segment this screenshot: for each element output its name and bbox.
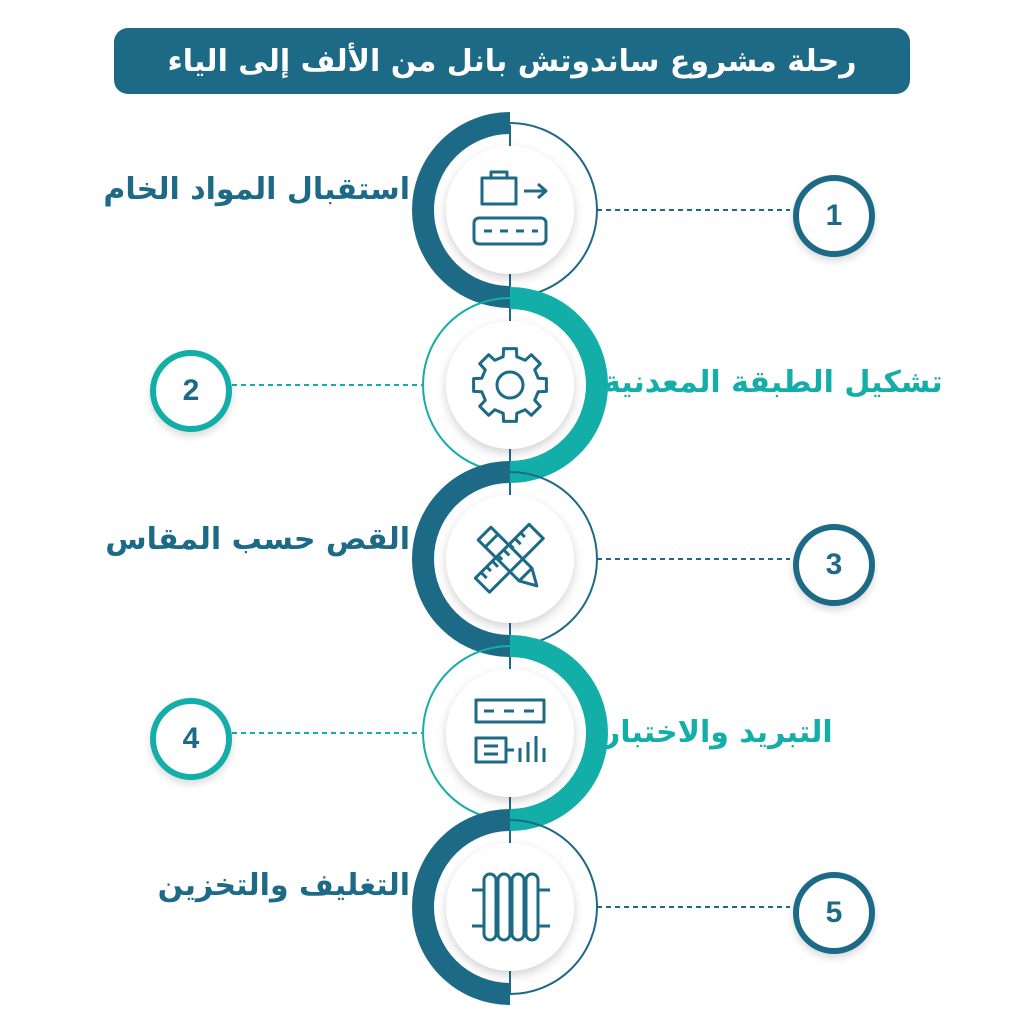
step-3-label: القص حسب المقاس [105,522,410,557]
step-2-label: تشكيل الطبقة المعدنية [603,365,943,400]
gear-icon [472,347,548,423]
step-2-number: 2 [182,374,200,407]
step-3-number: 3 [825,548,843,581]
step-2-ring-thick [509,287,608,483]
step-4-icon-disc [446,669,574,797]
step-4-number-badge: 4 [150,698,232,780]
step-1-ring-thick [412,112,511,308]
step-3-node [412,461,790,657]
step-4-ring-thick [509,635,608,831]
step-3-number-badge: 3 [793,524,875,606]
step-1-label: استقبال المواد الخام [103,172,410,207]
step-3-ring-thick [412,461,511,657]
step-1-node [412,112,790,308]
step-4-number: 4 [182,722,200,755]
step-2-icon-disc [446,321,574,449]
step-5-number-badge: 5 [793,872,875,954]
step-1-icon-disc [446,146,574,274]
step-2-node [232,287,608,483]
step-4-label: التبريد والاختبار [603,715,833,750]
step-5-node [412,809,790,1005]
conveyor-icon [472,170,548,246]
step-4-node [232,635,608,831]
control-panel-icon [474,698,546,764]
step-5-label: التغليف والتخزين [157,868,410,903]
step-5-number: 5 [825,896,843,929]
ruler-pencil-icon [473,522,545,594]
step-3-icon-disc [446,495,574,623]
panel-stack-icon [472,872,550,942]
step-1-number: 1 [825,199,843,232]
title-banner: رحلة مشروع ساندوتش بانل من الألف إلى الي… [114,28,910,94]
page-title: رحلة مشروع ساندوتش بانل من الألف إلى الي… [167,43,857,79]
step-2-number-badge: 2 [150,350,232,432]
step-1-number-badge: 1 [793,175,875,257]
step-5-ring-thick [412,809,511,1005]
